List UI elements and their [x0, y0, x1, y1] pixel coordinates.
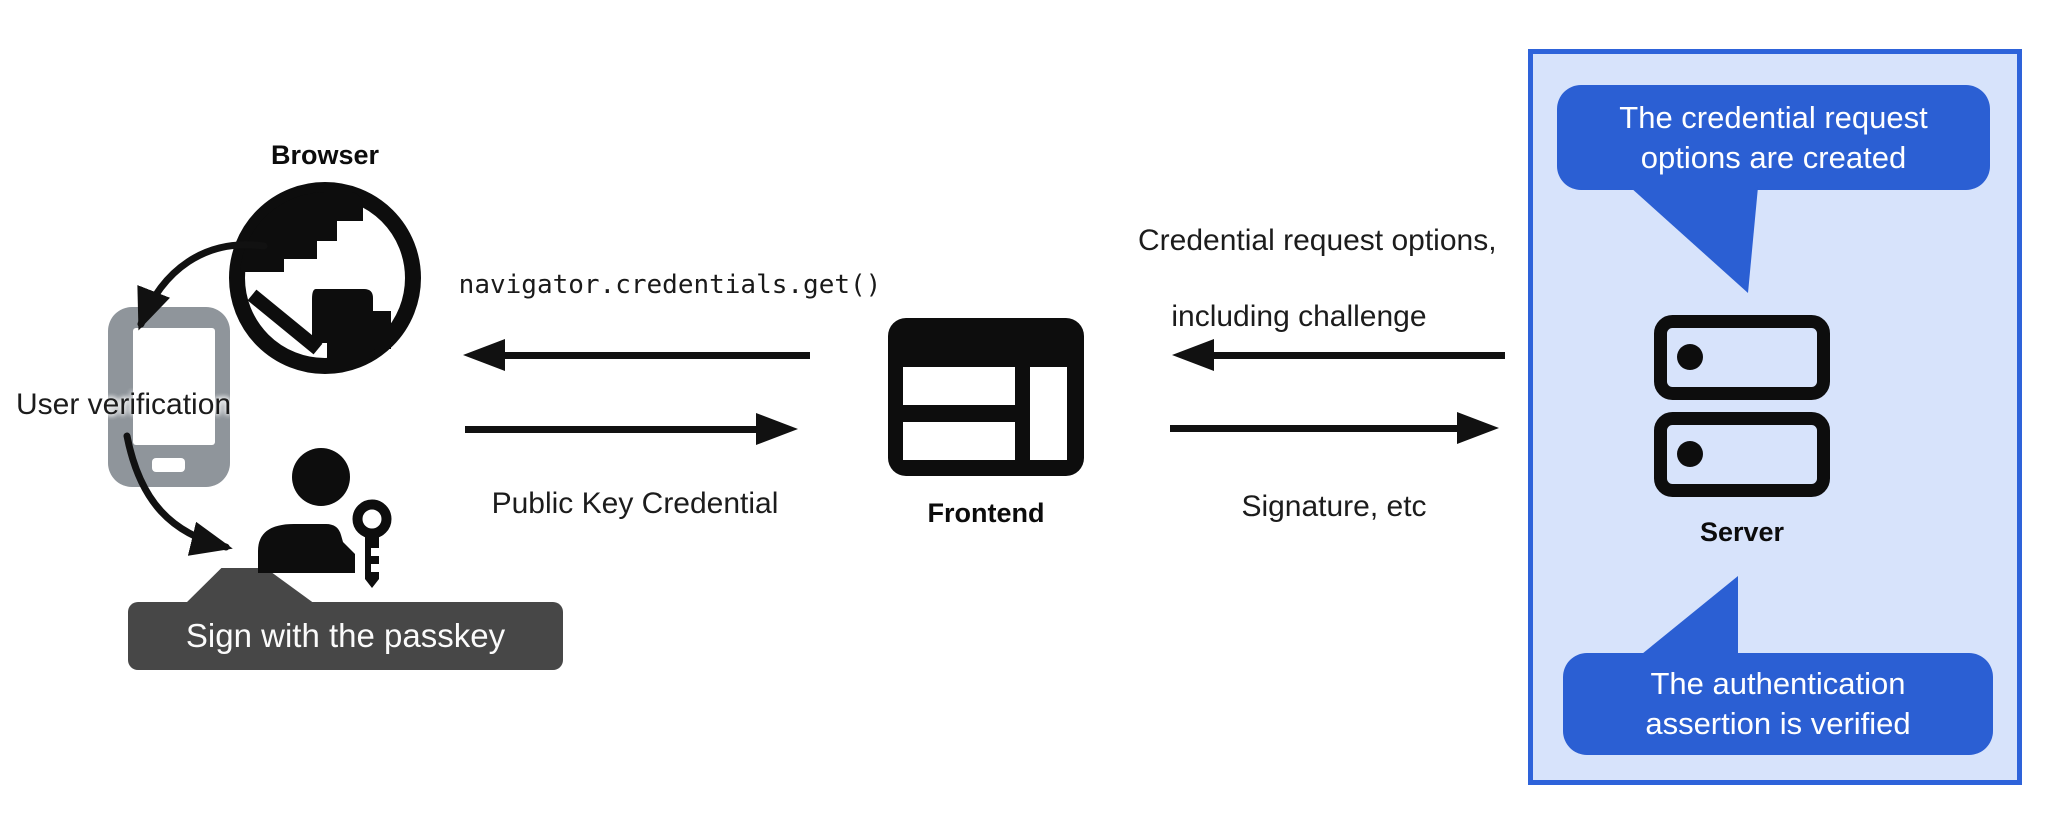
server-note-top-bubble: The credential request options are creat…	[1557, 85, 1990, 190]
key-icon	[352, 499, 392, 588]
arrow-line	[500, 352, 810, 359]
server-note-bottom-line2: assertion is verified	[1645, 706, 1911, 741]
sign-with-passkey-label: Sign with the passkey	[185, 617, 506, 654]
server-note-bottom-bubble: The authentication assertion is verified	[1563, 653, 1993, 755]
navigator-credentials-get-label: navigator.credentials.get()	[458, 270, 882, 300]
arrow-line	[465, 426, 761, 433]
sign-with-passkey-tooltip: Sign with the passkey	[128, 602, 563, 670]
server-note-top-line1: The credential request	[1619, 99, 1928, 135]
frontend-label: Frontend	[927, 498, 1045, 528]
arrowhead-left-icon	[463, 339, 505, 371]
arrowhead-right-icon	[1457, 412, 1499, 444]
user-verification-label: User verification	[16, 388, 232, 421]
server-note-top-line2: options are created	[1640, 139, 1907, 175]
server-icon	[1654, 315, 1830, 497]
credential-request-line2: including challenge	[1171, 300, 1427, 333]
arrow-line	[1170, 425, 1462, 432]
bubble-tail-bottom	[1637, 576, 1738, 658]
credential-request-line1: Credential request options,	[1138, 224, 1497, 257]
public-key-credential-label: Public Key Credential	[491, 487, 779, 520]
globe-icon	[229, 182, 421, 374]
bubble-tail-top	[1630, 187, 1758, 293]
person-icon	[258, 448, 392, 588]
server-label: Server	[1699, 517, 1785, 547]
credential-request-options-label: Credential request options, including ch…	[1138, 222, 1497, 374]
arrowhead-left-icon	[1172, 339, 1214, 371]
browser-label: Browser	[270, 140, 380, 170]
arrowhead-right-icon	[756, 413, 798, 445]
frontend-window-icon	[888, 318, 1084, 476]
server-note-bottom-line1: The authentication	[1650, 666, 1906, 701]
arrow-line	[1209, 352, 1505, 359]
signature-etc-label: Signature, etc	[1241, 490, 1427, 523]
